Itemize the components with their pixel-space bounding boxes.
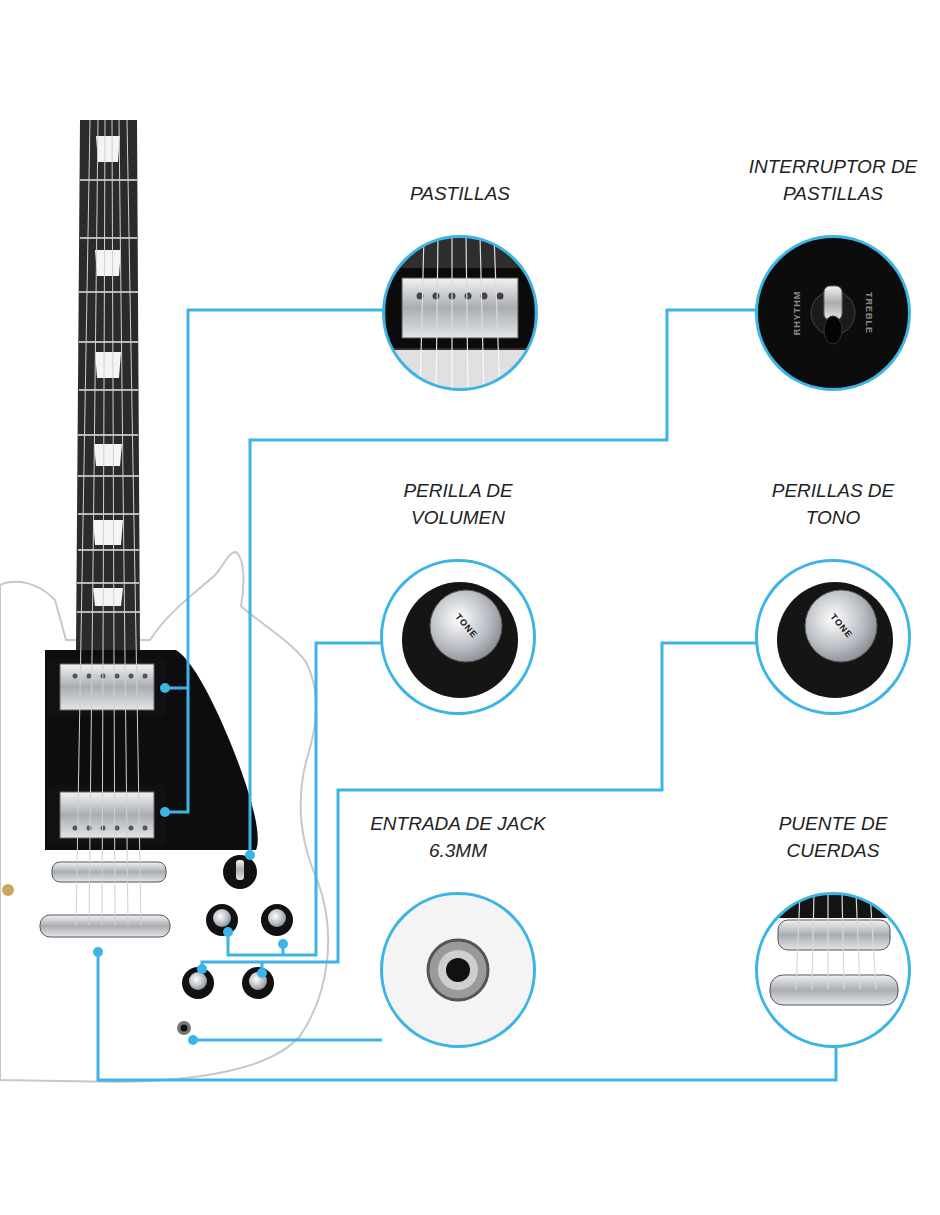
part-heading: PASTILLAS — [372, 180, 548, 207]
photo-frame — [755, 559, 911, 715]
callout-circle: PERILLA DE VOLUMEN — [368, 477, 548, 715]
photo-frame — [380, 892, 536, 1048]
photo-frame — [380, 559, 536, 715]
photo-text: RHYTHM — [792, 291, 802, 336]
photo-frame — [755, 235, 911, 391]
part-heading: ENTRADA DE JACK 6.3MM — [370, 810, 546, 864]
photo-frame — [755, 892, 911, 1048]
photo-text: TREBLE — [864, 292, 874, 334]
part-heading: INTERRUPTOR DE PASTILLAS — [745, 153, 921, 207]
part-heading: PUENTE DE CUERDAS — [745, 810, 921, 864]
callout-circle: PASTILLAS — [370, 180, 550, 391]
part-heading: PERILLA DE VOLUMEN — [370, 477, 546, 531]
photo-frame — [382, 235, 538, 391]
callout-circle: INTERRUPTOR DE PASTILLAS — [743, 153, 923, 391]
part-heading: PERILLAS DE TONO — [745, 477, 921, 531]
callout-circle: PUENTE DE CUERDAS — [743, 810, 923, 1048]
callout-circle: PERILLAS DE TONO — [743, 477, 923, 715]
callout-circle: ENTRADA DE JACK 6.3MM — [368, 810, 548, 1048]
